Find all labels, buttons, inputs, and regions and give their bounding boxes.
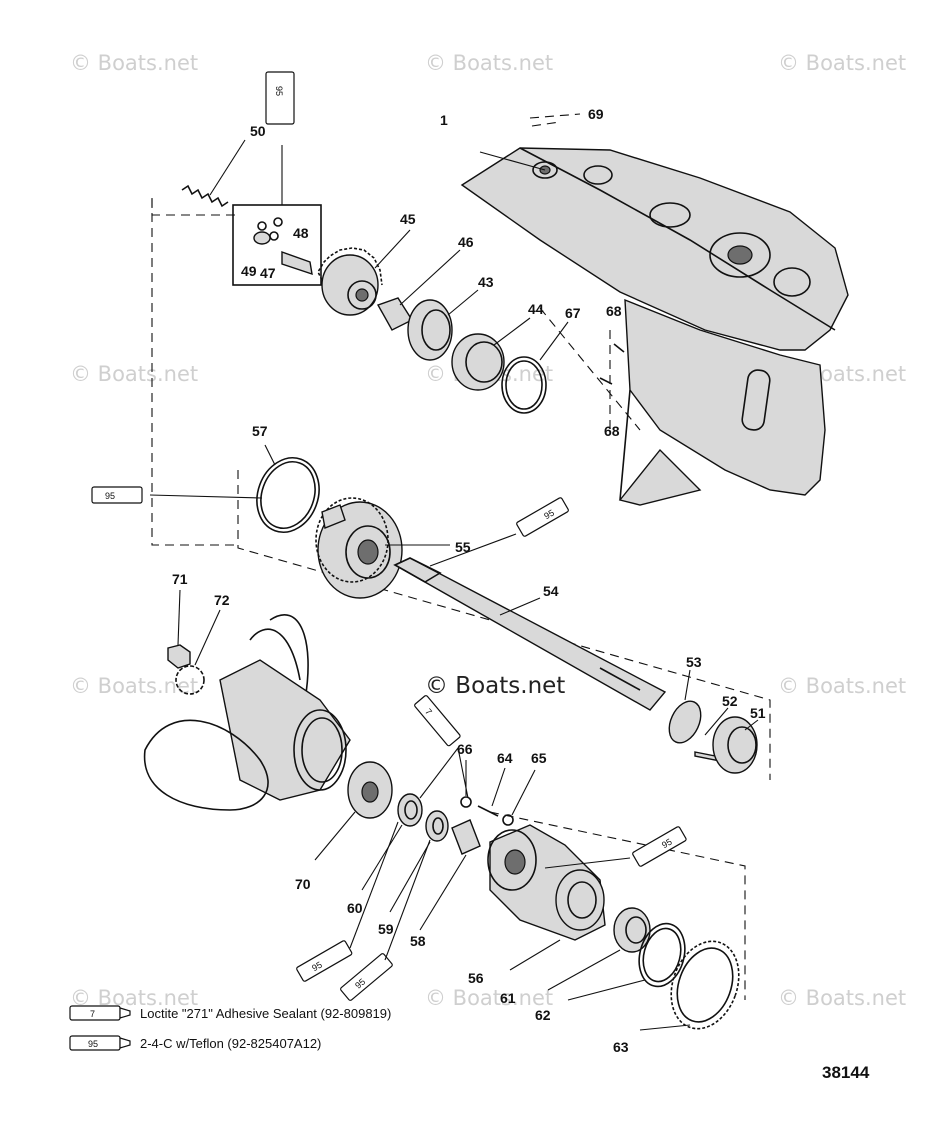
legend-item-7: 7 Loctite "271" Adhesive Sealant (92-809…: [69, 1005, 391, 1021]
callout: 49: [241, 263, 257, 279]
lubricant-tube-95: 95: [429, 497, 569, 567]
part-51-clutch: [712, 716, 759, 774]
lubricant-tube-95: 95: [265, 71, 295, 125]
lubricant-tube-7: 7: [414, 695, 469, 799]
callout: 44: [528, 301, 544, 317]
callout-labels: 1 69 50 48 49 47 45 46 43 44 67 68 68 57…: [172, 106, 766, 1055]
leader-line: [479, 151, 546, 171]
part-61-bearing: [547, 907, 651, 991]
part-71-nut: [167, 589, 191, 669]
svg-text:95: 95: [274, 86, 284, 96]
callout: 64: [497, 750, 513, 766]
part-70-washer: [314, 761, 393, 861]
watermark: © Boats.net: [778, 986, 906, 1010]
callout: 58: [410, 933, 426, 949]
part-67-shim: [501, 321, 569, 414]
callout: 60: [347, 900, 363, 916]
callout: 48: [293, 225, 309, 241]
callout: 70: [295, 876, 311, 892]
propeller: [143, 614, 351, 811]
figure-number: 38144: [822, 1063, 870, 1082]
callout: 45: [400, 211, 416, 227]
legend-text: 2-4-C w/Teflon (92-825407A12): [140, 1036, 321, 1051]
part-69-screws: [529, 113, 581, 127]
legend-text: Loctite "271" Adhesive Sealant (92-80981…: [140, 1006, 391, 1021]
assembly-guide-lines: [151, 195, 771, 1000]
watermark: © Boats.net: [70, 674, 198, 698]
part-53-ring: [668, 669, 702, 744]
legend-item-95: 95 2-4-C w/Teflon (92-825407A12): [69, 1035, 321, 1051]
part-63-thrust-hub: [639, 940, 740, 1031]
callout: 68: [604, 423, 620, 439]
callout: 54: [543, 583, 559, 599]
lubricant-tube-95: 95: [91, 486, 263, 504]
callout: 56: [468, 970, 484, 986]
watermark: © Boats.net: [425, 986, 553, 1010]
part-43-tapered-bearing: [407, 289, 479, 361]
legend: 7 Loctite "271" Adhesive Sealant (92-809…: [69, 1005, 391, 1051]
part-55-forward-gear: [315, 497, 450, 599]
part-44-race: [451, 317, 531, 391]
part-56-bearing-carrier: [487, 824, 606, 971]
callout: 68: [606, 303, 622, 319]
callout: 65: [531, 750, 547, 766]
part-60-seal: [361, 793, 423, 891]
part-54-propeller-shaft: [393, 557, 667, 711]
watermark: © Boats.net: [778, 51, 906, 75]
part-58-bearing: [419, 819, 481, 931]
lubricant-tube-95: 95: [544, 826, 687, 869]
callout: 69: [588, 106, 604, 122]
part-68-screws: [599, 343, 625, 385]
svg-text:7: 7: [90, 1009, 95, 1019]
callout: 59: [378, 921, 394, 937]
part-65-o-ring: [502, 769, 536, 826]
callout: 63: [613, 1039, 629, 1055]
svg-text:95: 95: [542, 508, 556, 522]
gearcase-housing: [460, 147, 849, 506]
lubricant-tube-95: 95: [340, 839, 431, 1001]
detail-inset-box: [232, 145, 322, 286]
callout: 1: [440, 112, 448, 128]
part-59-seal: [389, 810, 449, 913]
callout: 66: [457, 741, 473, 757]
callout: 62: [535, 1007, 551, 1023]
svg-text:7: 7: [423, 707, 434, 717]
part-72-tab-washer: [175, 609, 221, 695]
watermark: © Boats.net: [425, 51, 553, 75]
callout: 53: [686, 654, 702, 670]
watermark: © Boats.net: [70, 362, 198, 386]
watermark: © Boats.net: [778, 674, 906, 698]
callout: 71: [172, 571, 188, 587]
lubricant-tube-95: 95: [296, 821, 399, 982]
part-50-spring: [181, 139, 246, 208]
callout: 61: [500, 990, 516, 1006]
callout: 55: [455, 539, 471, 555]
watermark-center: © Boats.net: [425, 673, 565, 699]
watermark: © Boats.net: [70, 51, 198, 75]
part-64-screw: [477, 767, 506, 817]
svg-text:95: 95: [660, 837, 674, 851]
svg-text:95: 95: [353, 976, 367, 990]
part-45-pinion-gear: [317, 229, 411, 316]
callout: 43: [478, 274, 494, 290]
part-62-thrust-washer: [567, 922, 686, 1001]
callout: 47: [260, 265, 276, 281]
callout: 46: [458, 234, 474, 250]
callout: 57: [252, 423, 268, 439]
svg-text:95: 95: [310, 960, 324, 974]
part-66-washer: [460, 760, 472, 808]
callout: 51: [750, 705, 766, 721]
svg-text:95: 95: [105, 491, 115, 501]
callout: 67: [565, 305, 581, 321]
svg-text:95: 95: [88, 1039, 98, 1049]
callout: 72: [214, 592, 230, 608]
callout: 50: [250, 123, 266, 139]
callout: 52: [722, 693, 738, 709]
part-57-o-ring: [256, 444, 320, 533]
